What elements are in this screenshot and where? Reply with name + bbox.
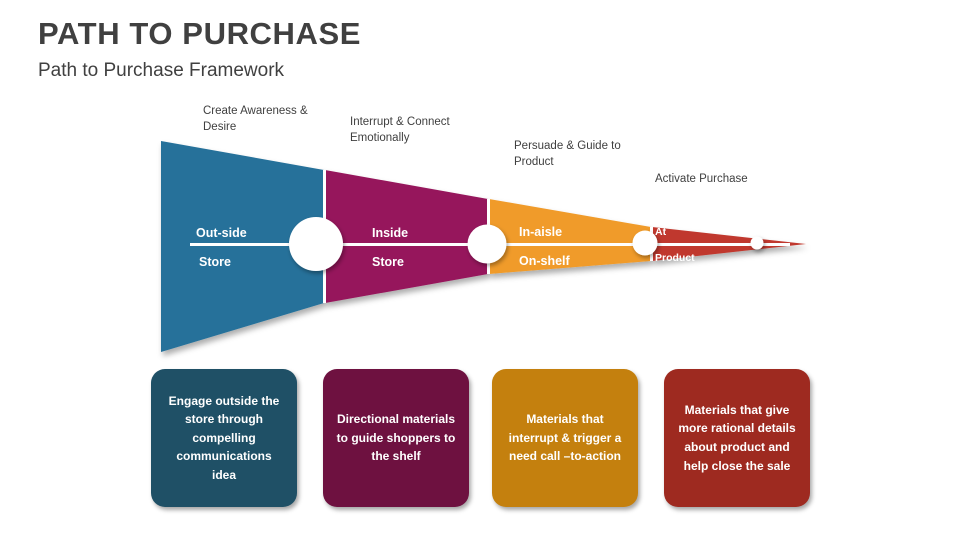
segment-label-top-1: Inside (372, 226, 409, 240)
funnel-node-0[interactable] (289, 217, 343, 271)
description-card-text-0: Engage outside the store through compell… (168, 393, 280, 482)
description-card-text-1: Directional materials to guide shoppers … (336, 412, 456, 464)
funnel-node-1[interactable] (467, 224, 507, 264)
funnel-diagram (161, 141, 806, 352)
page-title: PATH TO PURCHASE (38, 16, 362, 51)
segment-label-top-3: At (655, 226, 667, 238)
segment-label-bottom-0: Store (199, 255, 231, 269)
segment-label-bottom-3: Product (655, 252, 695, 264)
description-card-0[interactable]: Engage outside the store through compell… (151, 369, 297, 507)
stage-caption-3: Activate Purchase (655, 173, 748, 185)
segment-label-bottom-2: On-shelf (519, 254, 570, 268)
description-card-text-3: Materials that give more rational detail… (678, 402, 796, 473)
description-card-1[interactable]: Directional materials to guide shoppers … (323, 369, 469, 507)
stage-caption-0: Create Awareness & Desire (203, 105, 308, 133)
funnel-segment-0[interactable] (161, 141, 324, 352)
funnel-segment-1[interactable] (325, 170, 488, 303)
funnel-node-3[interactable] (750, 236, 764, 250)
description-card-3[interactable]: Materials that give more rational detail… (664, 369, 810, 507)
segment-label-top-2: In-aisle (519, 225, 563, 239)
description-card-text-2: Materials that interrupt & trigger a nee… (508, 412, 622, 464)
stage-caption-1: Interrupt & Connect Emotionally (350, 116, 450, 144)
funnel-node-2[interactable] (632, 230, 658, 256)
segment-label-bottom-1: Store (372, 255, 404, 269)
description-card-2[interactable]: Materials that interrupt & trigger a nee… (492, 369, 638, 507)
stage-caption-2: Persuade & Guide to Product (514, 140, 621, 168)
page-subtitle: Path to Purchase Framework (38, 60, 285, 81)
segment-label-top-0: Out-side (196, 226, 247, 240)
funnel-segment-2[interactable] (489, 199, 651, 274)
